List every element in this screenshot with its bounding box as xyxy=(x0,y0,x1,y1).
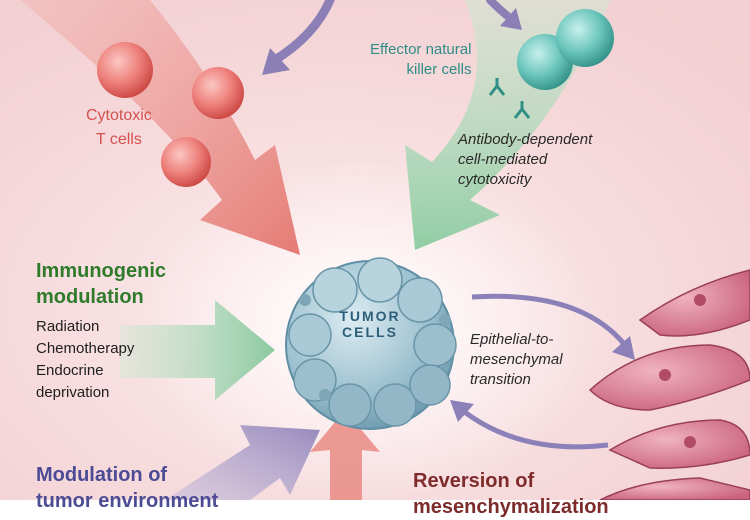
tumor-cells-cluster xyxy=(285,257,457,430)
nk-cell xyxy=(556,9,614,67)
immunogenic-arrow xyxy=(120,300,275,400)
nk-cells xyxy=(488,9,614,119)
top-right-purple-arrowhead xyxy=(500,8,522,30)
reversion-arrow xyxy=(460,408,609,450)
emt-label: Epithelial-to- mesenchymal transition xyxy=(470,331,563,388)
t-cell xyxy=(192,67,244,119)
tumor-label-line1: TUMOR xyxy=(339,308,401,324)
t-cell xyxy=(97,42,153,98)
environment-arrow xyxy=(165,425,320,500)
cytotoxic-t-cells-label: Cytotoxic T cells xyxy=(86,107,152,148)
list-item: Chemotherapy xyxy=(36,340,135,357)
emt-arrow xyxy=(471,293,627,347)
cytotoxic-t-cells xyxy=(97,42,244,187)
immunogenic-modulation-list: Radiation Chemotherapy Endocrine depriva… xyxy=(36,316,134,404)
top-purple-arrow xyxy=(270,0,335,65)
adcc-label: Antibody-dependent cell-mediated cytotox… xyxy=(458,131,593,188)
modulation-environment-title: Modulation of tumor environment xyxy=(36,464,219,512)
cytotoxic-arrow xyxy=(20,0,300,255)
antibody-icon xyxy=(513,101,531,119)
nk-cells-label: Effector natural killer cells xyxy=(370,41,472,78)
emt-arrowhead xyxy=(612,336,635,360)
tumor-label-line2: CELLS xyxy=(342,324,398,340)
bottom-arrow xyxy=(310,410,380,500)
list-item: Radiation xyxy=(36,318,100,335)
list-item: Endocrine deprivation xyxy=(36,362,110,401)
t-cell xyxy=(161,137,211,187)
immunotherapy-diagram xyxy=(0,0,750,500)
reversion-title: Reversion of mesenchymalization xyxy=(413,470,609,518)
antibody-icon xyxy=(488,78,506,96)
reversion-arrowhead xyxy=(450,400,474,422)
top-purple-arrowhead xyxy=(262,48,290,75)
tumor-cells-label: TUMOR CELLS xyxy=(310,308,430,340)
immunogenic-modulation-title: Immunogenic modulation xyxy=(36,260,167,308)
